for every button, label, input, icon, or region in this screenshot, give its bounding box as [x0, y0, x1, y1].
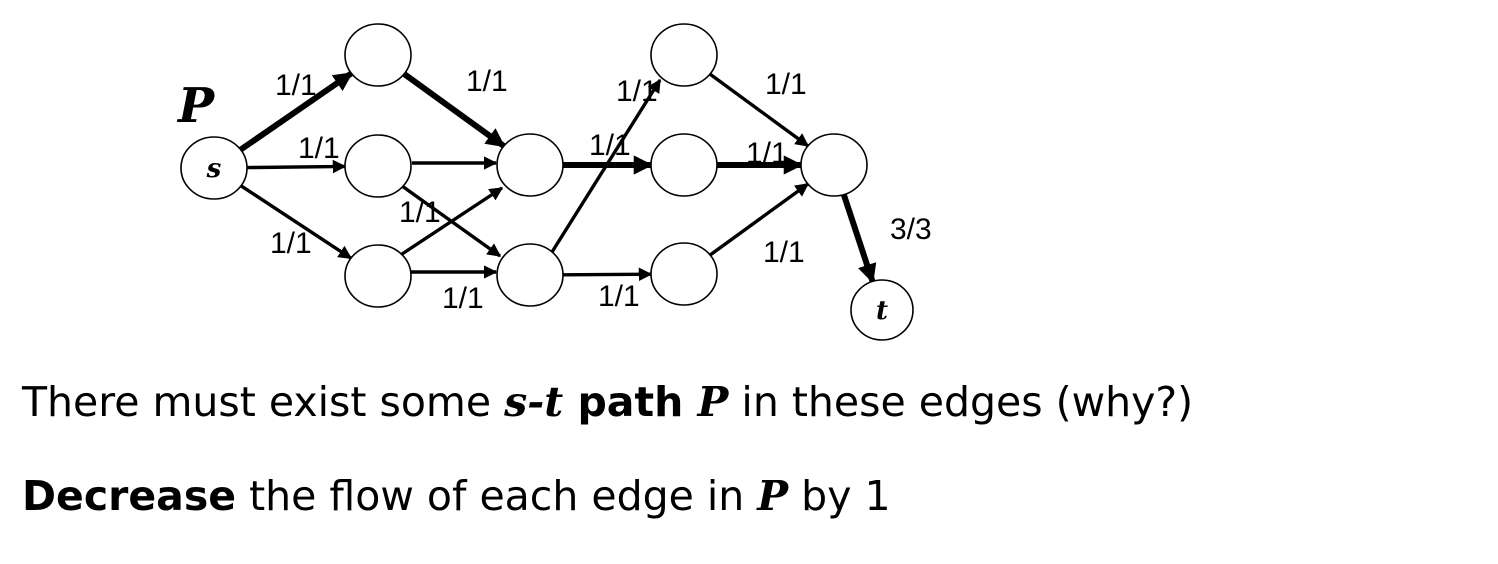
edge-c3-d [709, 182, 809, 257]
edge-label-c2-d: 1/1 [746, 137, 788, 170]
edge-a1-b1 [402, 71, 506, 149]
line2-text-b: by 1 [788, 472, 891, 520]
line1-text-a: There must exist some [22, 378, 505, 426]
node-c1 [650, 23, 718, 87]
edge-label-b1-c2: 1/1 [589, 129, 631, 162]
edge-label-s-a1: 1/1 [275, 69, 317, 102]
node-b2 [496, 243, 564, 307]
line2-decrease-bold: Decrease [22, 472, 237, 520]
edge-d-t [840, 193, 877, 284]
edge-c1-d [709, 72, 810, 148]
line2-text-a: the flow of each edge in [236, 472, 758, 520]
edges-layer [238, 70, 877, 284]
node-a1 [344, 23, 412, 87]
edge-s-a1 [238, 70, 354, 153]
edge-label-c1-d: 1/1 [765, 68, 807, 101]
edge-label-a2-b2: 1/1 [399, 196, 441, 229]
edge-label-s-a2: 1/1 [298, 132, 340, 165]
node-b1 [496, 133, 564, 197]
flow-network-diagram: st 1/11/11/11/11/11/11/11/11/11/11/11/13… [176, 23, 932, 341]
statement-line-2: Decrease the flow of each edge in P by 1 [22, 476, 891, 517]
edge-a3-b1 [401, 186, 504, 256]
edge-s-a2 [246, 159, 347, 174]
node-a2 [344, 134, 412, 198]
node-a3 [344, 244, 412, 308]
node-label-t: t [876, 296, 888, 326]
path-p-label: P [176, 78, 216, 134]
edge-label-a3-b2: 1/1 [442, 282, 484, 315]
node-t [850, 279, 914, 341]
edge-labels-layer: 1/1 1/1 1/1 1/1 1/1 1/1 1/1 1/1 1/1 1/1 1/1 1/1 3/3 [270, 65, 932, 315]
edge-label-d-t: 3/3 [890, 213, 932, 246]
nodes-layer: st [180, 23, 914, 341]
edge-label-b2-c3: 1/1 [598, 280, 640, 313]
edge-label-b2-c1: 1/1 [616, 75, 658, 108]
edge-label-a1-b1: 1/1 [466, 65, 508, 98]
node-label-s: s [206, 154, 222, 184]
line1-math-p: P [697, 378, 729, 426]
node-s [180, 136, 248, 200]
node-d [800, 133, 868, 197]
line1-path-bold: path [563, 378, 698, 426]
edge-s-a3 [240, 184, 353, 260]
statement-line-1: There must exist some s-t path P in thes… [22, 382, 1193, 423]
edge-label-c3-d: 1/1 [763, 236, 805, 269]
node-c3 [650, 242, 718, 306]
line2-math-p: P [757, 472, 789, 520]
line1-text-b: in these edges (why?) [728, 378, 1194, 426]
edge-b2-c3 [562, 267, 653, 282]
node-c2 [650, 133, 718, 197]
edge-label-s-a3: 1/1 [270, 227, 312, 260]
line1-math-st: s-t [504, 378, 564, 426]
